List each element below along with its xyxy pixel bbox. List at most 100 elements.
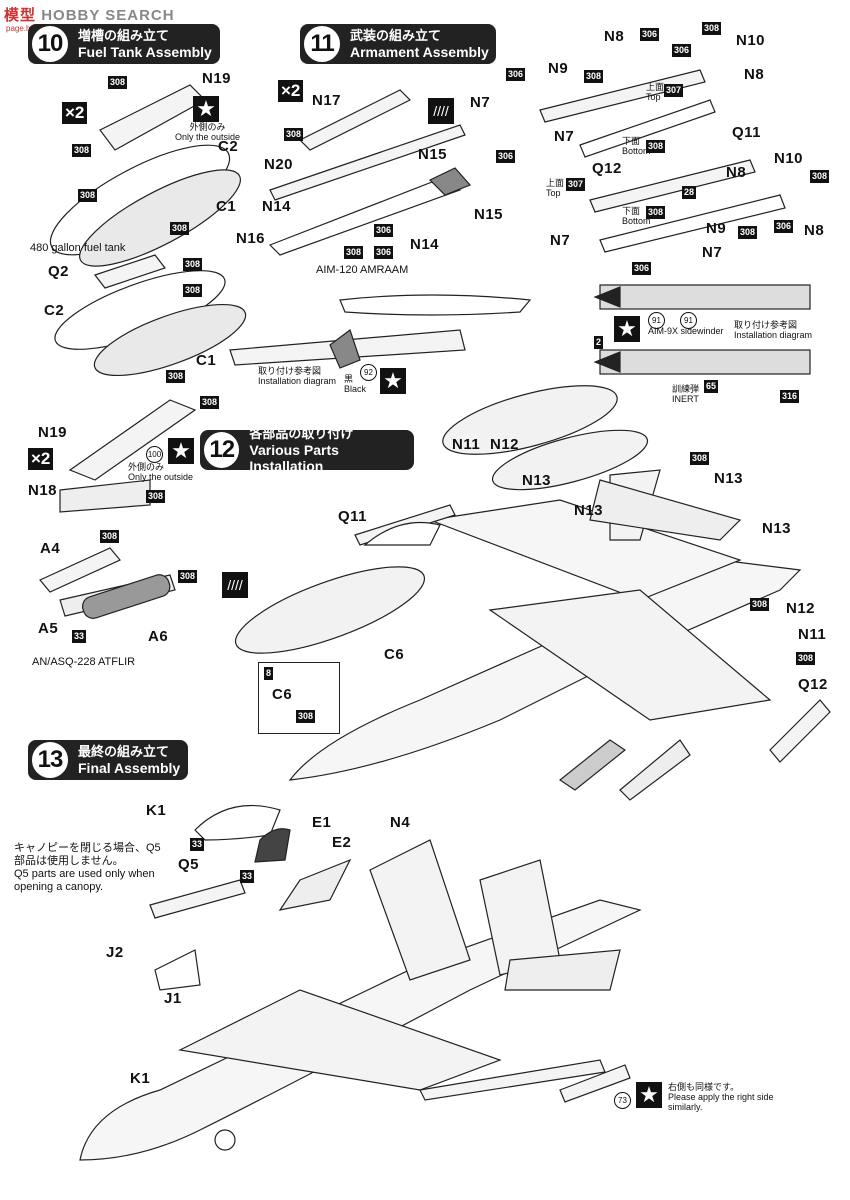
section-13-number: 13: [30, 740, 70, 780]
part-label-a5: A5: [38, 620, 59, 637]
part-label-q11: Q11: [732, 124, 762, 141]
paint-code: 308: [584, 70, 604, 83]
right-side-en: Please apply the right side similarly.: [668, 1092, 774, 1112]
part-label-e2: E2: [332, 834, 352, 851]
inert-en: INERT: [672, 394, 699, 404]
part-label-n14: N14: [410, 236, 440, 253]
black-jp: 黒: [344, 374, 354, 384]
paint-code: 8: [264, 667, 274, 680]
paint-code: 306: [374, 246, 394, 259]
part-label-c6: C6: [272, 686, 293, 703]
c6-detail-box: [258, 662, 340, 734]
canopy-note: キャノピーを閉じる場合、Q5部品は使用しません。 Q5 parts are us…: [14, 842, 170, 894]
paint-code: 308: [183, 258, 203, 271]
sidewinder-caption: AIM-9X sidewinder: [648, 326, 724, 336]
part-label-n13: N13: [574, 502, 604, 519]
paint-circle: 92: [360, 364, 377, 381]
part-label-n12: N12: [786, 600, 816, 617]
paint-code: 308: [178, 570, 198, 583]
paint-code: 306: [774, 220, 794, 233]
paint-code: 308: [78, 189, 98, 202]
bottom-label-1: 下面 Bottom: [622, 136, 651, 156]
part-label-n13: N13: [714, 470, 744, 487]
part-label-c6: C6: [384, 646, 405, 663]
part-label-n8: N8: [804, 222, 825, 239]
star-icon: ★: [636, 1082, 662, 1108]
part-label-n7: N7: [550, 232, 571, 249]
part-label-n13: N13: [762, 520, 792, 537]
section-13-title-en: Final Assembly: [78, 760, 181, 776]
part-label-k1: K1: [130, 1070, 151, 1087]
part-label-q12: Q12: [798, 676, 828, 693]
bottom-label-2: 下面 Bottom: [622, 206, 651, 226]
paint-code: 306: [496, 150, 516, 163]
part-label-n10: N10: [736, 32, 766, 49]
paint-code: 308: [344, 246, 364, 259]
paint-code: 306: [672, 44, 692, 57]
paint-code: 308: [284, 128, 304, 141]
part-label-k1: K1: [146, 802, 167, 819]
star-icon: ★: [614, 316, 640, 342]
part-label-n12: N12: [490, 436, 520, 453]
part-label-n13: N13: [522, 472, 552, 489]
paint-code: 308: [170, 222, 190, 235]
paint-circle: 73: [614, 1092, 631, 1109]
paint-circle: 91: [680, 312, 697, 329]
black-en: Black: [344, 384, 367, 394]
part-label-n9: N9: [706, 220, 727, 237]
note-outside-en: Only the outside: [175, 132, 241, 142]
part-label-q11: Q11: [338, 508, 368, 525]
note-outside-jp: 外側のみ: [189, 122, 226, 132]
paint-code: 308: [296, 710, 316, 723]
part-label-n19: N19: [38, 424, 68, 441]
paint-code: 33: [190, 838, 205, 851]
part-label-q5: Q5: [178, 856, 200, 873]
part-label-n10: N10: [774, 150, 804, 167]
part-label-n17: N17: [312, 92, 342, 109]
multiplier-x2: ×2: [278, 80, 304, 102]
top-1-en: Top: [646, 92, 661, 102]
right-side-note: 右側も同様です。 Please apply the right side sim…: [668, 1082, 798, 1112]
canopy-note-jp: キャノピーを閉じる場合、Q5部品は使用しません。: [14, 842, 161, 867]
paint-code: 307: [566, 178, 586, 191]
paint-code: 2: [594, 336, 604, 349]
paint-code: 306: [374, 224, 394, 237]
section-10-banner: 10 増槽の組み立て Fuel Tank Assembly: [28, 24, 220, 64]
part-label-n15: N15: [474, 206, 504, 223]
part-label-n8: N8: [744, 66, 765, 83]
paint-code: 308: [72, 144, 92, 157]
paint-code: 65: [704, 380, 719, 393]
install-diagram-label-2: 取り付け参考図 Installation diagram: [734, 320, 812, 340]
section-12-title-jp: 各部品の取り付け: [249, 426, 354, 441]
section-11-banner: 11 武装の組み立て Armament Assembly: [300, 24, 496, 64]
part-label-n11: N11: [452, 436, 481, 453]
star-icon: ★: [168, 438, 194, 464]
black-label: 黒 Black: [344, 374, 366, 394]
amraam-caption: AIM-120 AMRAAM: [316, 264, 409, 276]
watermark: 模型 HOBBY SEARCH: [4, 4, 175, 25]
bottom-2-jp: 下面: [622, 206, 641, 216]
section-12-number: 12: [202, 430, 242, 470]
part-label-n9: N9: [548, 60, 569, 77]
section-13-title-jp: 最終の組み立て: [78, 744, 170, 759]
section-12-title-en: Various Parts Installation: [249, 442, 339, 474]
right-side-jp: 右側も同様です。: [668, 1082, 740, 1092]
note-outside-2-en: Only the outside: [128, 472, 194, 482]
paint-circle: 100: [146, 446, 163, 463]
part-label-a4: A4: [40, 540, 61, 557]
top-label-2: 上面 Top: [546, 178, 564, 198]
paint-code: 308: [200, 396, 220, 409]
top-2-en: Top: [546, 188, 561, 198]
install-jp: 取り付け参考図: [258, 366, 322, 376]
watermark-text-a: 模型: [4, 7, 37, 24]
part-label-n7: N7: [702, 244, 723, 261]
inert-label: 訓練弾 INERT: [672, 384, 699, 404]
part-label-j1: J1: [164, 990, 182, 1007]
paint-code: 308: [646, 140, 666, 153]
section-11-number: 11: [302, 24, 342, 64]
part-label-n7: N7: [554, 128, 575, 145]
note-outside-2-jp: 外側のみ: [128, 462, 165, 472]
paint-code: 308: [702, 22, 722, 35]
part-label-n4: N4: [390, 814, 411, 831]
section-10-number: 10: [30, 24, 70, 64]
